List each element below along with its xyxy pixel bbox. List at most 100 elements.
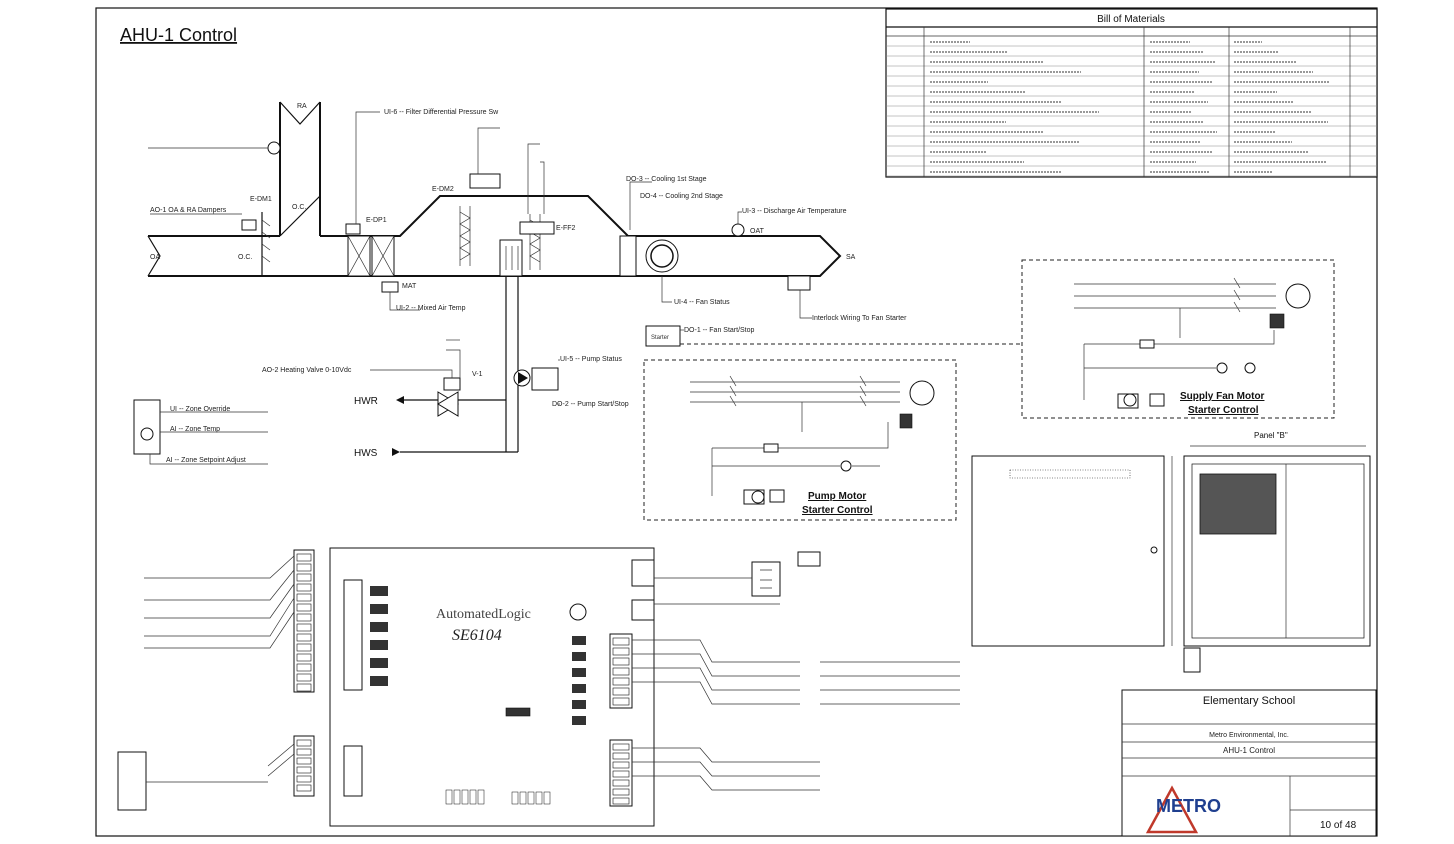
wire-leader	[267, 743, 295, 767]
terminal-screw	[296, 593, 312, 602]
wire-leader	[267, 753, 295, 777]
title-block: Elementary School Metro Environmental, I…	[1121, 689, 1377, 837]
wire-leader	[632, 747, 820, 763]
pump-starter-title-2: Starter Control	[802, 505, 873, 516]
terminal-screw	[612, 657, 630, 666]
terminal-screw	[296, 633, 312, 642]
controller-board: AutomatedLogic SE6104	[293, 547, 655, 827]
sensor-temp-label: AI -- Zone Temp	[170, 426, 220, 433]
terminal-screw	[296, 583, 312, 592]
dip-switch	[511, 791, 519, 805]
relay-block	[572, 668, 586, 677]
controller-brand: AutomatedLogic	[436, 607, 531, 622]
oat-tag: OAT	[750, 228, 765, 235]
wire-leader	[144, 569, 295, 601]
controller-wiring	[144, 555, 960, 791]
sheet-border	[95, 7, 1378, 837]
dip-switch	[453, 789, 461, 805]
oc-tag: O.C.	[238, 254, 252, 261]
dip-switch	[461, 789, 469, 805]
e-dp1-tag: E-DP1	[366, 217, 387, 224]
bom-title: Bill of Materials	[1097, 14, 1165, 25]
terminal-screw	[296, 573, 312, 582]
bill-of-materials: Bill of Materials	[885, 8, 1378, 178]
relay-block	[572, 700, 586, 709]
fan-starter-title-2: Starter Control	[1188, 405, 1259, 416]
terminal-screw	[612, 677, 630, 686]
pump-starter-diagram: Pump Motor Starter Control	[643, 359, 957, 521]
company-name: Metro Environmental, Inc.	[1209, 732, 1289, 739]
dip-switch	[477, 789, 485, 805]
terminal-screw	[296, 613, 312, 622]
terminal-screw	[612, 697, 630, 706]
space-sensor: UI -- Zone Override AI -- Zone Temp AI -…	[133, 399, 268, 465]
dip-switch	[543, 791, 551, 805]
wire-leader	[632, 681, 800, 705]
logo-triangle	[1145, 785, 1199, 834]
terminal-screw	[296, 739, 312, 747]
hot-water-piping: HWR HWS V-1 AO-2 Heating Valve 0-10Vdc U…	[262, 276, 629, 459]
terminal-screw	[296, 603, 312, 612]
hwr-label: HWR	[354, 396, 378, 407]
heating-valve-label: AO-2 Heating Valve 0-10Vdc	[262, 367, 352, 374]
pump-status-label: UI-5 -- Pump Status	[560, 356, 622, 363]
terminal-screw	[296, 683, 312, 692]
wire-leader	[632, 653, 800, 677]
e-dm1-tag: E-DM1	[250, 196, 272, 203]
oc-tag-2: O.C.	[292, 204, 306, 211]
wire-leader	[632, 667, 800, 691]
panel-b: Panel "B"	[971, 431, 1371, 673]
dip-switch	[535, 791, 543, 805]
wire-leader	[144, 555, 295, 579]
remote-sensor	[117, 751, 147, 811]
wire-leader	[632, 761, 820, 777]
terminal-screw	[612, 743, 630, 751]
mixed-air-label: UI-2 -- Mixed Air Temp	[396, 305, 466, 312]
relay-block	[572, 716, 586, 725]
relay-block	[370, 604, 388, 614]
discharge-temp-label: UI-3 -- Discharge Air Temperature	[742, 208, 847, 215]
dip-switch	[527, 791, 535, 805]
cooling2-label: DO-4 -- Cooling 2nd Stage	[640, 193, 723, 200]
e-dm2-tag: E-DM2	[432, 186, 454, 193]
wire-leader	[144, 583, 295, 619]
e-ff2-tag: E-FF2	[556, 225, 576, 232]
wire-leader	[632, 639, 800, 663]
terminal-screw	[296, 563, 312, 572]
relay-block	[572, 684, 586, 693]
terminal-screw	[612, 687, 630, 696]
terminal-screw	[296, 775, 312, 783]
relay-block	[370, 640, 388, 650]
pump-starter-title-1: Pump Motor	[808, 491, 866, 502]
project-name: Elementary School	[1203, 695, 1295, 707]
fan-start-label: DO-1 -- Fan Start/Stop	[684, 327, 755, 334]
sheet-name: AHU-1 Control	[1223, 746, 1275, 755]
sensor-override-label: UI -- Zone Override	[170, 406, 230, 413]
interlock-label: Interlock Wiring To Fan Starter	[812, 315, 907, 322]
terminal-screw	[296, 748, 312, 756]
terminal-screw	[612, 647, 630, 656]
relay-block	[572, 652, 586, 661]
relay-block	[370, 676, 388, 686]
terminal-screw	[296, 784, 312, 792]
hws-label: HWS	[354, 448, 378, 459]
dip-switch	[445, 789, 453, 805]
fan-starter-title-1: Supply Fan Motor	[1180, 391, 1265, 402]
terminal-screw	[612, 788, 630, 796]
drawing-title: AHU-1 Control	[120, 25, 237, 45]
panel-label: Panel "B"	[1254, 431, 1288, 440]
ahu-schematic: RA OA SA E-DM1 O.C. O.C. E-DP1 E-FF2 E-D…	[147, 101, 856, 293]
terminal-screw	[296, 623, 312, 632]
ahu-point-labels: UI-6 -- Filter Differential Pressure Sw …	[148, 109, 1020, 347]
terminal-screw	[612, 770, 630, 778]
terminal-screw	[612, 637, 630, 646]
relay-block	[370, 586, 388, 596]
supply-air-label: SA	[846, 254, 856, 261]
fan-starter-diagram: Supply Fan Motor Starter Control	[1021, 259, 1335, 419]
terminal-screw	[296, 653, 312, 662]
terminal-screw	[296, 553, 312, 562]
wire-leader	[144, 597, 295, 637]
terminal-screw	[612, 752, 630, 760]
terminal-screw	[612, 797, 630, 805]
